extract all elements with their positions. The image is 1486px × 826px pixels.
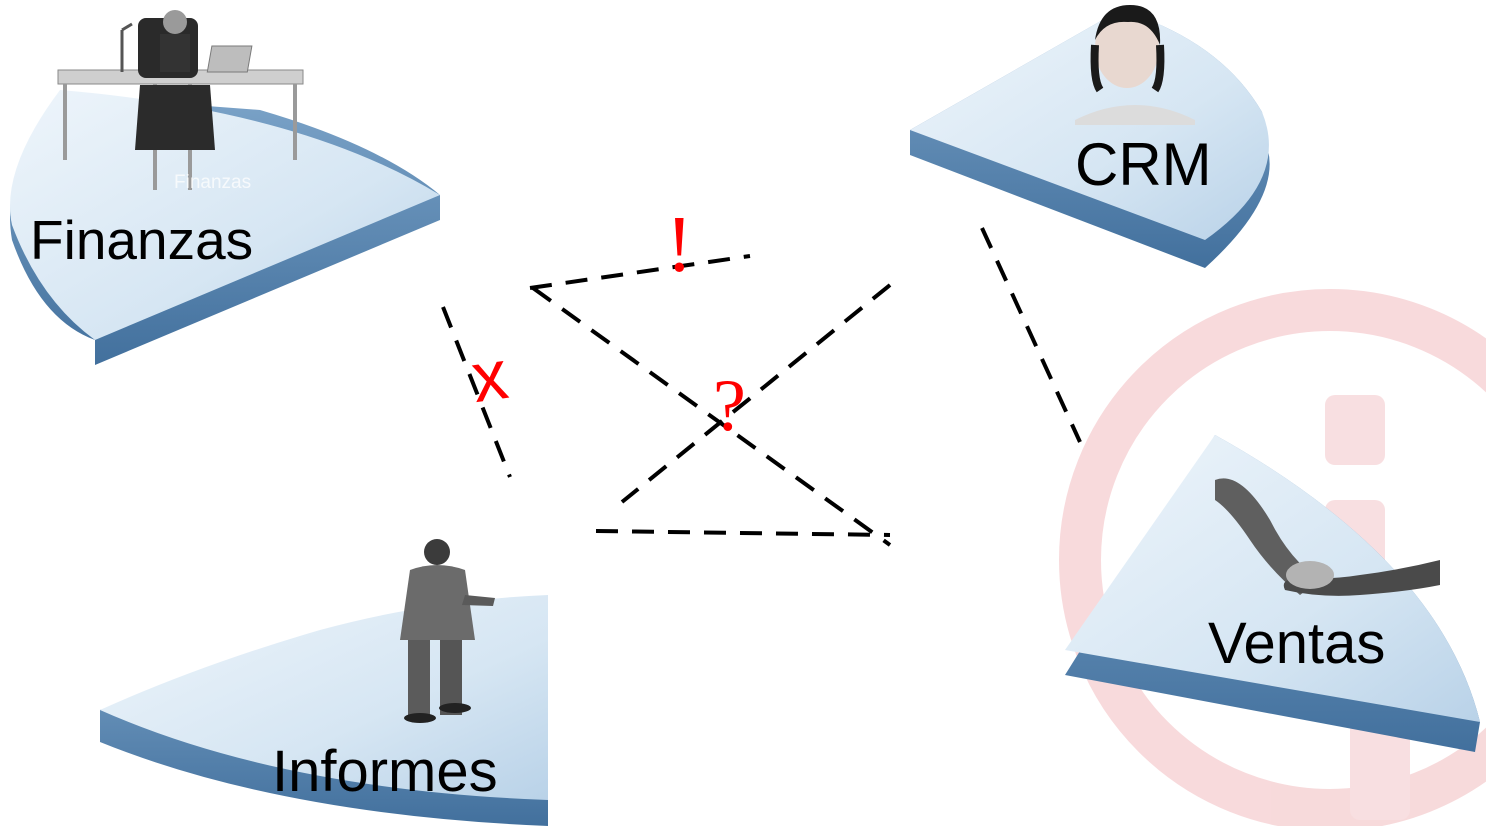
standing-businessman-figure <box>400 539 495 723</box>
connector-finanzas-crm-top <box>529 254 751 290</box>
informes-platform <box>100 595 548 826</box>
connector-crm-ventas <box>980 227 1082 443</box>
connector-bottom <box>595 529 891 537</box>
ventas-label: Ventas <box>1208 611 1386 676</box>
dashed-connectors <box>441 227 1082 547</box>
person-at-desk-figure <box>57 10 304 190</box>
call-center-agent-figure <box>1075 5 1195 125</box>
finanzas-label: Finanzas <box>30 209 254 271</box>
finanzas-watermark-label: Finanzas <box>174 172 252 193</box>
connector-diagonal-b <box>620 283 892 504</box>
crm-label: CRM <box>1075 131 1212 198</box>
connector-diagonal-a <box>531 286 892 547</box>
ventas-platform <box>1065 435 1480 752</box>
connector-finanzas-informes <box>441 306 512 478</box>
exclamation-mark: ! <box>666 201 693 289</box>
question-mark: ? <box>713 365 746 447</box>
informes-label: Informes <box>272 739 498 804</box>
finanzas-platform <box>10 90 440 365</box>
handshake-figure <box>1215 478 1440 596</box>
